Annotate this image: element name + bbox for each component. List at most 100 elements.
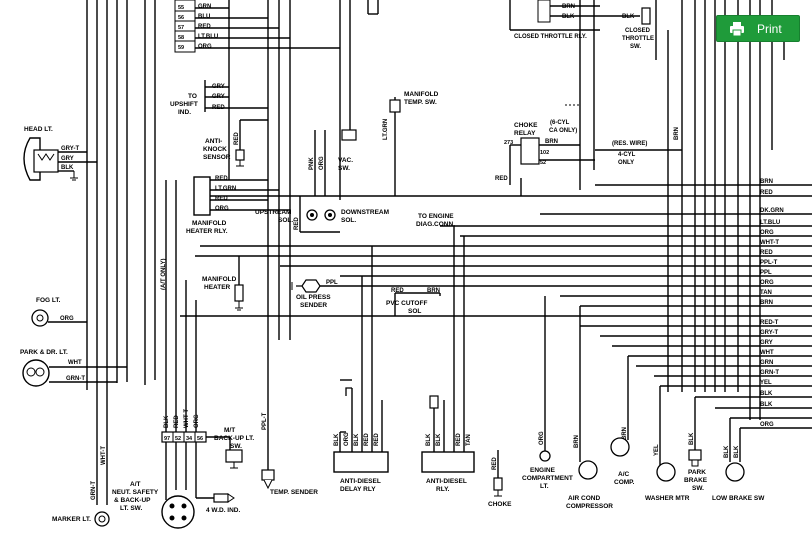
air-cond-label: AIR COND xyxy=(568,495,600,502)
pvc-label: SOL xyxy=(408,308,421,315)
oil-press-label: SENDER xyxy=(300,302,327,309)
wire-label: RED xyxy=(495,176,508,182)
pin-number: 56 xyxy=(178,15,184,21)
pin-number: 97 xyxy=(164,436,170,442)
wire-label: ORG xyxy=(539,431,545,445)
wire-label: BRN xyxy=(562,4,575,10)
wire-label-right: DK.GRN xyxy=(760,208,784,214)
engine-compartment-light: ORG ENGINE COMPARTMENT LT. xyxy=(522,296,573,490)
manifold-heater: MANIFOLD HEATER xyxy=(202,256,244,311)
park-dr-light: PARK & DR. LT. WHT GRN-T xyxy=(20,349,127,387)
low-brake-label: LOW BRAKE SW xyxy=(712,495,765,502)
wire-label: GRY-T xyxy=(61,146,79,152)
anti-diesel-delay-relay: BLK ORG BLK RED RED ANTI-DIESEL DELAY RL… xyxy=(333,246,389,493)
oil-press-sender: PPL OIL PRESS SENDER xyxy=(291,279,380,309)
wire-label: GRY xyxy=(61,156,74,162)
wire-label: RED xyxy=(374,433,380,446)
solenoids: RED UPSTREAM SOL. DOWNSTREAM SOL. xyxy=(255,196,389,233)
wire-label: BLK xyxy=(436,433,442,446)
temp-sender: PPL-T TEMP. SENDER xyxy=(261,340,318,496)
at-neutral-safety-switch: A/T NEUT. SAFETY & BACK-UP LT. SW. xyxy=(112,481,195,529)
wire-label: BRN xyxy=(622,427,628,440)
upshift-indicator: GRY GRY RED TO UPSHIFT IND. xyxy=(170,80,268,116)
top-connector: 55 56 57 58 59 GRN BLU RED LT.BLU ORG xyxy=(174,0,340,53)
pin-number: 273 xyxy=(504,140,513,146)
wire-label-right: ORG xyxy=(760,280,774,286)
throttle-switch-label: CLOSED xyxy=(625,28,651,34)
wire-label-right: WHT xyxy=(760,350,774,356)
wire-label: RED xyxy=(215,196,228,202)
wire-label: RED xyxy=(174,415,180,428)
upshift-label: UPSHIFT xyxy=(170,101,198,108)
head-light-label: HEAD LT. xyxy=(24,126,53,133)
four-wd-label: 4 W.D. IND. xyxy=(206,507,241,514)
low-brake-switch: BLK BLK LOW BRAKE SW xyxy=(712,418,765,502)
at-neut-label: LT. SW. xyxy=(120,505,142,512)
wire-label: RED xyxy=(492,457,498,470)
head-light: HEAD LT. GRY-T GRY BLK xyxy=(23,126,97,181)
wire-label: BLK xyxy=(622,14,635,20)
right-edge-wire-labels: BRN RED DK.GRN LT.BLU ORG WHT-T RED PPL-… xyxy=(674,127,784,428)
wire-label-right: RED-T xyxy=(760,320,779,326)
marker-light: GRN-T WHT-T MARKER LT. xyxy=(52,392,110,527)
print-button-label: Print xyxy=(757,21,782,36)
wire-label: ORG xyxy=(194,414,200,428)
wire-label: RED xyxy=(391,288,404,294)
wire-label: LT.BLU xyxy=(198,34,218,40)
manifold-heater-label: MANIFOLD xyxy=(202,276,237,283)
air-cond-label: COMPRESSOR xyxy=(566,503,613,510)
wire-label: ORG xyxy=(344,432,350,446)
diesel-rly-label: RLY. xyxy=(436,486,450,493)
wire-label: GRY xyxy=(212,94,225,100)
pin-number: 102 xyxy=(540,150,549,156)
wire-label: ORG xyxy=(215,206,229,212)
wire-label: RED xyxy=(294,217,300,230)
diesel-delay-label: ANTI-DIESEL xyxy=(340,478,381,485)
wire-label: BLK xyxy=(689,432,695,445)
manifold-heater-rly-label: HEATER RLY. xyxy=(186,228,228,235)
upstream-label: SOL. xyxy=(278,217,293,224)
wire-label: BRN xyxy=(545,139,558,145)
air-cond-compressor: BRN AIR COND COMPRESSOR xyxy=(566,306,613,510)
wire-label: BLK xyxy=(724,445,730,458)
wire-label: ORG xyxy=(198,44,212,50)
wire-label-right: GRN xyxy=(760,360,773,366)
manifold-heater-relay: RED LT.GRN RED ORG MANIFOLD HEATER RLY. xyxy=(186,176,290,235)
wire-label: GRN-T xyxy=(66,376,85,382)
pvc-label: PVC CUTOFF xyxy=(386,300,427,307)
manifold-heater-rly-label: MANIFOLD xyxy=(192,220,227,227)
pin-number: 59 xyxy=(178,45,184,51)
manifold-heater-label: HEATER xyxy=(204,284,231,291)
wire-label-right: BLK xyxy=(760,402,773,408)
temp-sender-label: TEMP. SENDER xyxy=(270,489,318,496)
throttle-relay-label: CLOSED THROTTLE RLY. xyxy=(514,34,587,40)
anti-knock-label: ANTI- xyxy=(205,138,222,145)
wire-label-right: BLK xyxy=(760,391,773,397)
oil-press-label: OIL PRESS xyxy=(296,294,331,301)
pin-number: 34 xyxy=(186,436,193,442)
fog-light: FOG LT. ORG xyxy=(31,297,87,327)
wire-label: BLK xyxy=(334,433,340,446)
res-wire-label: (RES. WIRE) xyxy=(612,141,647,147)
park-brake-switch: BLK PARK BRAKE SW. xyxy=(684,397,708,492)
wire-label: BRN xyxy=(574,435,580,448)
wire-label-right: PPL-T xyxy=(760,260,778,266)
wire-label-right-brn: BRN xyxy=(674,127,680,140)
at-only-label: (A/T ONLY) xyxy=(161,259,167,290)
choke-relay: CHOKE RELAY 273 102 52 BRN RED (6-CYL CA… xyxy=(495,104,682,196)
wire-label-right: WHT-T xyxy=(760,240,779,246)
engine-comp-label: LT. xyxy=(540,483,549,490)
vac-switch: PNK ORG VAC. SW. xyxy=(309,129,357,196)
wire-label-right: LT.BLU xyxy=(760,220,780,226)
pin-number: 52 xyxy=(175,436,181,442)
printer-icon xyxy=(729,21,745,37)
wire-label: ORG xyxy=(60,316,74,322)
wire-label-right: GRY xyxy=(760,340,773,346)
anti-knock-sensor: RED ANTI- KNOCK SENSOR xyxy=(203,119,268,167)
print-button[interactable]: Print xyxy=(716,15,800,42)
pin-number: 58 xyxy=(178,35,184,41)
choke: RED CHOKE xyxy=(488,450,512,508)
manifold-temp-label: TEMP. SW. xyxy=(404,99,437,106)
diesel-delay-label: DELAY RLY xyxy=(340,486,376,493)
